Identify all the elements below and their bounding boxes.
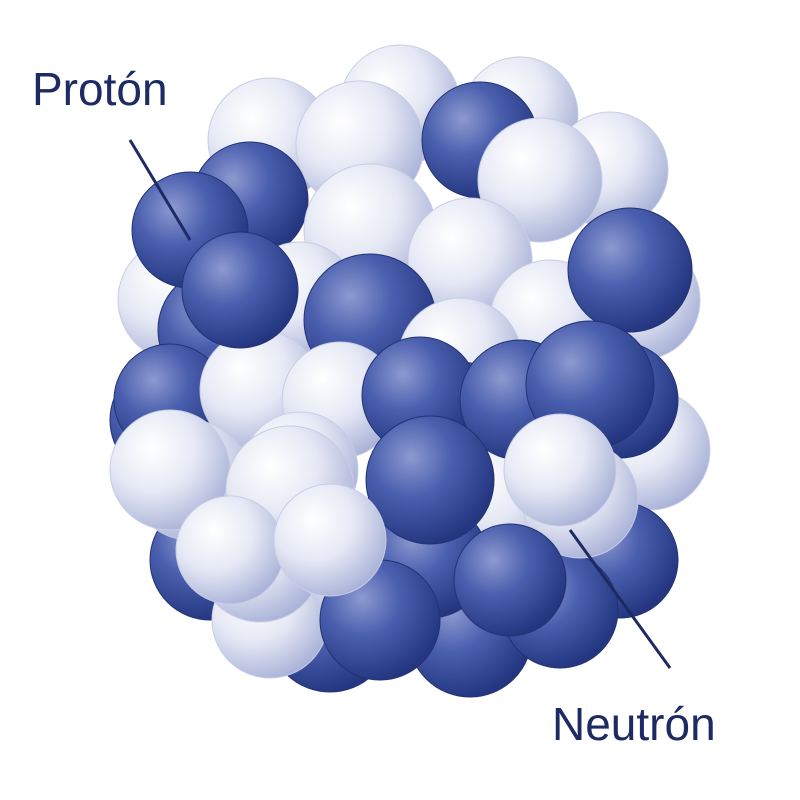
proton-sphere [365, 415, 495, 545]
proton-pointer-line [128, 139, 192, 241]
proton-label: Protón [32, 63, 168, 115]
neutron-sphere [175, 495, 285, 605]
neutron-sphere [503, 413, 617, 527]
nucleus-spheres [109, 44, 711, 698]
neutron-pointer-line [568, 529, 672, 669]
neutron-sphere [273, 483, 387, 597]
neutron-sphere [477, 117, 603, 243]
proton-sphere [181, 231, 299, 349]
proton-sphere [567, 207, 693, 333]
proton-sphere [453, 523, 567, 637]
neutron-label: Neutrón [552, 698, 716, 750]
